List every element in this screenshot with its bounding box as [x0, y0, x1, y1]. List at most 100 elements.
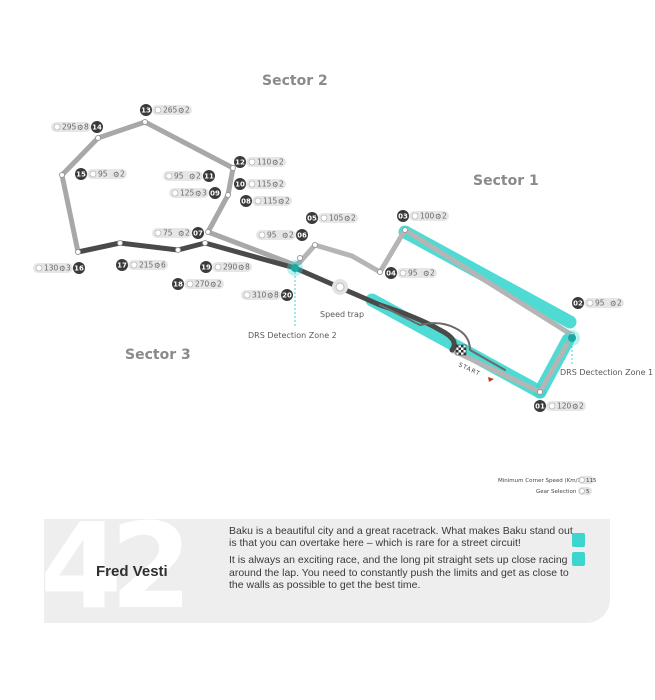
- gear-icon: ⚙: [610, 299, 617, 308]
- corner-speed: 105: [329, 214, 344, 223]
- corner-number-badge: [234, 156, 246, 168]
- corner-label-17: 215⚙617: [116, 259, 168, 271]
- corner-gear: 2: [279, 158, 284, 167]
- corner-gear: 3: [202, 189, 207, 198]
- speed-icon: [35, 264, 43, 272]
- drs-detection-1-marker: [564, 330, 580, 366]
- corner-number: 19: [201, 264, 211, 272]
- corner-number-badge: [140, 104, 152, 116]
- corner-speed: 295: [62, 123, 77, 132]
- corner-gear: 2: [185, 229, 190, 238]
- corner-number-badge: [397, 210, 409, 222]
- gear-icon: ⚙: [572, 402, 579, 411]
- gear-icon: ⚙: [189, 172, 196, 181]
- gear-icon: ⚙: [113, 170, 120, 179]
- speed-icon: [154, 229, 162, 237]
- speed-icon: [89, 170, 97, 178]
- gear-icon: ⚙: [423, 269, 430, 278]
- legend-gear-sample: 5: [586, 489, 590, 495]
- corner-number-badge: [209, 187, 221, 199]
- corner-speed: 95: [174, 172, 184, 181]
- corner-gear: 6: [161, 261, 166, 270]
- corner-label-01: 120⚙201: [534, 400, 586, 412]
- corner-gear: 2: [579, 402, 584, 411]
- driver-quote-card: 42 Fred Vesti Baku is a beautiful city a…: [44, 519, 610, 623]
- speed-icon: [399, 269, 407, 277]
- speed-icon: [586, 299, 594, 307]
- gear-icon: ⚙: [178, 106, 185, 115]
- corner-number: 05: [307, 215, 317, 223]
- speed-trap-marker: [332, 279, 348, 295]
- speed-icon: [171, 189, 179, 197]
- corner-label-10: 115⚙210: [234, 178, 286, 190]
- corner-gear: 8: [245, 263, 250, 272]
- corner-gear: 2: [430, 269, 435, 278]
- corner-speed: 115: [257, 180, 272, 189]
- corner-gear: 8: [274, 291, 279, 300]
- corner-speed: 75: [163, 229, 173, 238]
- corner-number-badge: [116, 259, 128, 271]
- corner-speed: 125: [180, 189, 195, 198]
- corner-gear: 2: [351, 214, 356, 223]
- corner-speed: 215: [139, 261, 154, 270]
- corner-label-02: 95⚙202: [572, 297, 624, 309]
- corner-number: 16: [74, 265, 84, 273]
- corner-gear: 3: [66, 264, 71, 273]
- sector-2-label: Sector 2: [262, 73, 328, 89]
- driver-name: Fred Vesti: [96, 563, 168, 580]
- corner-gear: 2: [617, 299, 622, 308]
- quote-mark-icon: [572, 532, 602, 566]
- corner-number: 09: [210, 190, 220, 198]
- quote-paragraph: It is always an exciting race, and the l…: [229, 554, 569, 591]
- corner-gear: 2: [185, 106, 190, 115]
- gear-icon: ⚙: [195, 189, 202, 198]
- legend-min-speed-label: Minimum Corner Speed (Km/h): [498, 478, 583, 484]
- gear-icon: ⚙: [210, 280, 217, 289]
- speed-icon: [214, 263, 222, 271]
- corner-speed: 120: [557, 402, 572, 411]
- gear-icon: ⚙: [272, 180, 279, 189]
- corner-number-badge: [91, 121, 103, 133]
- sector-1-label: Sector 1: [473, 173, 539, 189]
- gear-icon: ⚙: [77, 123, 84, 132]
- drs-detection-2-label: DRS Detection Zone 2: [248, 331, 337, 340]
- corner-speed: 95: [408, 269, 418, 278]
- corner-label-12: 110⚙212: [234, 156, 286, 168]
- corner-number-badge: [240, 195, 252, 207]
- corner-speed: 95: [98, 170, 108, 179]
- corner-number: 15: [76, 171, 86, 179]
- corner-gear: 2: [120, 170, 125, 179]
- gear-icon: ⚙: [59, 264, 66, 273]
- gear-icon: ⚙: [282, 231, 289, 240]
- drs-detection-1-label: DRS Dectection Zone 1: [560, 368, 653, 377]
- legend-gear-label: Gear Selection: [536, 489, 577, 495]
- direction-arrow-icon: [488, 377, 494, 382]
- corner-number-badge: [172, 278, 184, 290]
- corner-number: 08: [241, 198, 251, 206]
- gear-icon: ⚙: [267, 291, 274, 300]
- track-line: [59, 119, 575, 395]
- speed-icon: [186, 280, 194, 288]
- corner-label-19: 290⚙819: [200, 261, 252, 273]
- corner-number: 18: [173, 281, 183, 289]
- gear-icon: ⚙: [178, 229, 185, 238]
- speed-icon: [248, 158, 256, 166]
- corner-number: 10: [235, 181, 245, 189]
- corner-number-badge: [296, 229, 308, 241]
- corner-label-13: 265⚙213: [140, 104, 192, 116]
- speed-icon: [258, 231, 266, 239]
- corner-number: 11: [204, 173, 214, 181]
- chequered-flag-icon: [455, 344, 467, 356]
- corner-speed: 115: [263, 197, 278, 206]
- corner-label-18: 270⚙218: [172, 278, 224, 290]
- speed-icon: [411, 212, 419, 220]
- corner-speed: 100: [420, 212, 435, 221]
- corner-label-05: 105⚙205: [306, 212, 358, 224]
- corner-number-badge: [534, 400, 546, 412]
- quote-text: Baku is a beautiful city and a great rac…: [229, 525, 574, 596]
